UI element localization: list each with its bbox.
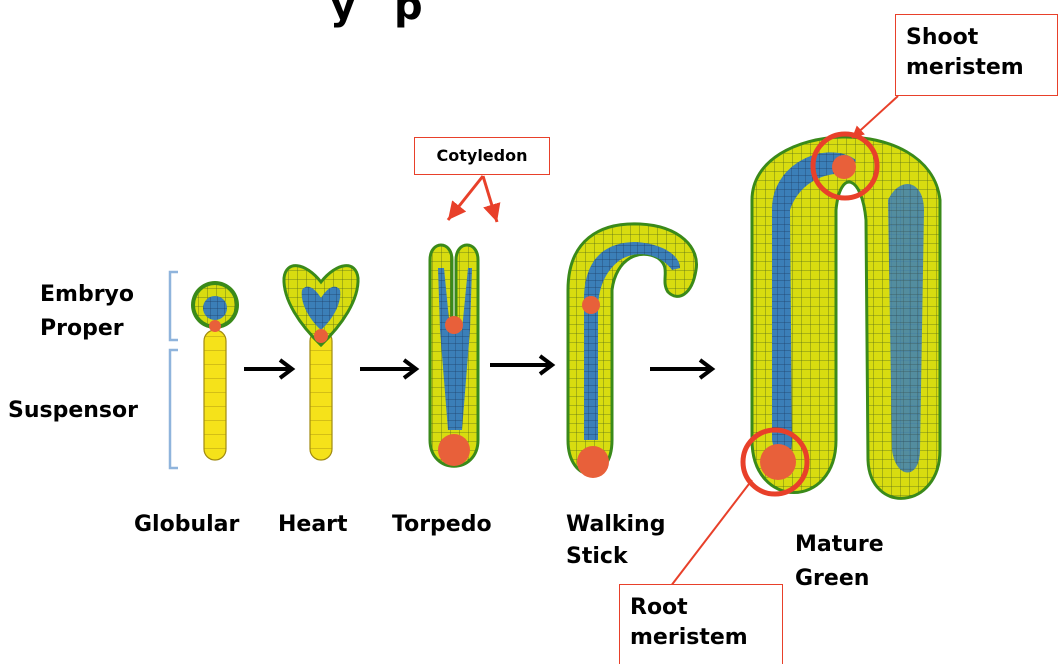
root-meristem-line2: meristem: [630, 623, 782, 653]
cotyledon-label: Cotyledon: [437, 146, 528, 165]
globular-label: Globular: [134, 512, 239, 538]
heart-label: Heart: [278, 512, 348, 538]
mature-green-label-line1: Mature: [795, 532, 884, 558]
root-meristem-callout: Root meristem: [619, 584, 783, 664]
walking-stick-embryo: [568, 224, 697, 478]
embryo-proper-label-line1: Embryo: [40, 282, 134, 308]
globular-embryo: [191, 281, 239, 460]
suspensor-label: Suspensor: [8, 398, 138, 424]
shoot-meristem-line1: Shoot: [906, 23, 1057, 53]
heart-embryo: [284, 266, 358, 460]
walking-stick-label-line1: Walking: [566, 512, 665, 538]
mature-green-label-line2: Green: [795, 566, 869, 592]
stage-bracket: [170, 272, 178, 468]
cotyledon-callout: Cotyledon: [414, 137, 550, 175]
shoot-meristem-line2: meristem: [906, 53, 1057, 83]
root-meristem-line1: Root: [630, 593, 782, 623]
shoot-meristem-callout: Shoot meristem: [895, 14, 1058, 96]
torpedo-embryo: [430, 245, 478, 466]
torpedo-label: Torpedo: [392, 512, 492, 538]
walking-stick-label-line2: Stick: [566, 544, 628, 570]
mature-green-embryo: [752, 137, 940, 498]
embryo-proper-label-line2: Proper: [40, 316, 124, 342]
